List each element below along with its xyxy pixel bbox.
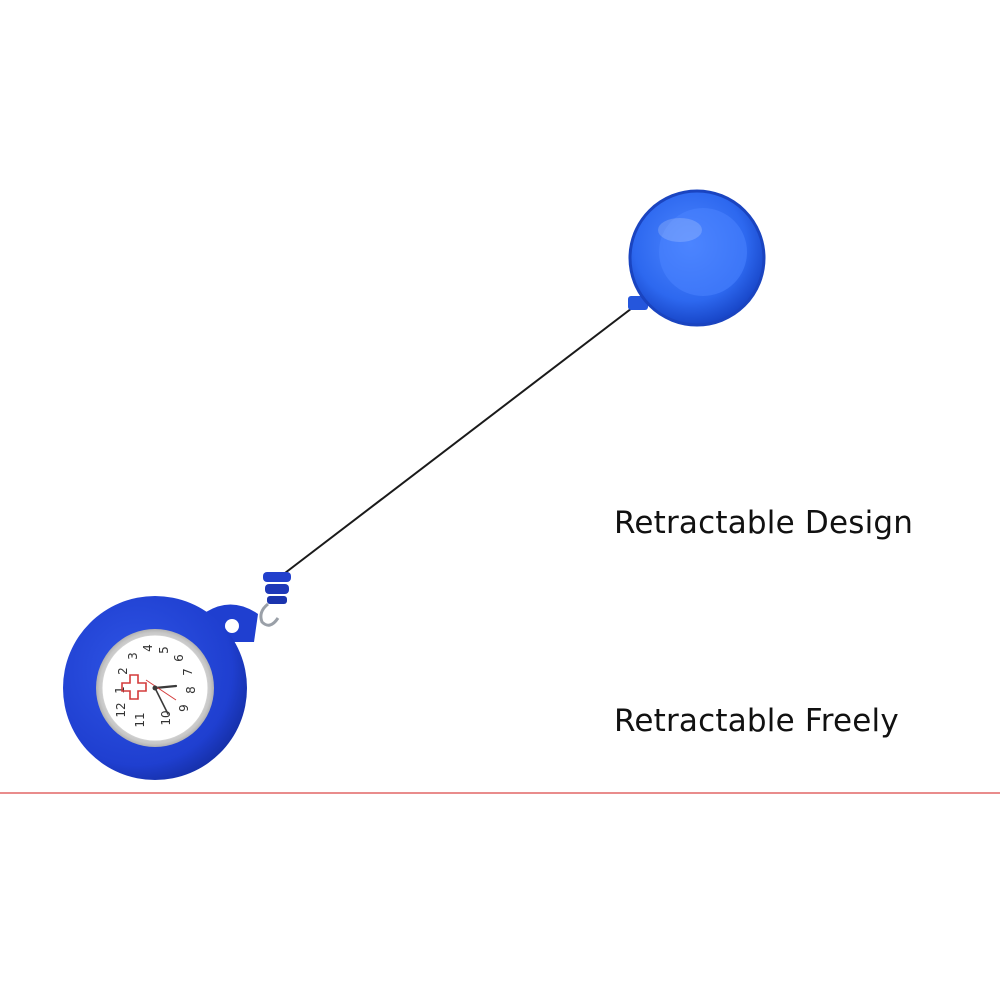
minute-hand xyxy=(154,687,169,715)
dial-number: 8 xyxy=(184,686,198,694)
feature-label-retractable-design: Retractable Design xyxy=(614,505,914,541)
feature-label-retractable-freely: Retractable Freely xyxy=(614,703,899,739)
badge-reel-icon xyxy=(628,189,766,327)
dial-number: 11 xyxy=(133,712,147,727)
dial-number: 9 xyxy=(177,704,191,712)
dial-number: 6 xyxy=(172,654,186,662)
dial-number: 10 xyxy=(159,710,173,725)
retractable-cord xyxy=(284,304,637,574)
dial-number: 5 xyxy=(157,646,171,654)
second-hand xyxy=(145,679,177,701)
hour-hand xyxy=(153,684,178,690)
dial-number: 1 xyxy=(113,686,127,694)
dial-number: 3 xyxy=(126,652,140,660)
medical-cross-icon xyxy=(121,674,147,700)
nurse-fob-watch-icon: 12 1 2 3 4 5 6 7 8 9 10 11 xyxy=(63,596,258,780)
dial-number: 4 xyxy=(141,644,155,652)
cord-stopper xyxy=(259,572,291,627)
dial-number: 12 xyxy=(114,702,128,717)
dial-number: 2 xyxy=(116,667,130,675)
dial-number: 7 xyxy=(181,668,195,676)
